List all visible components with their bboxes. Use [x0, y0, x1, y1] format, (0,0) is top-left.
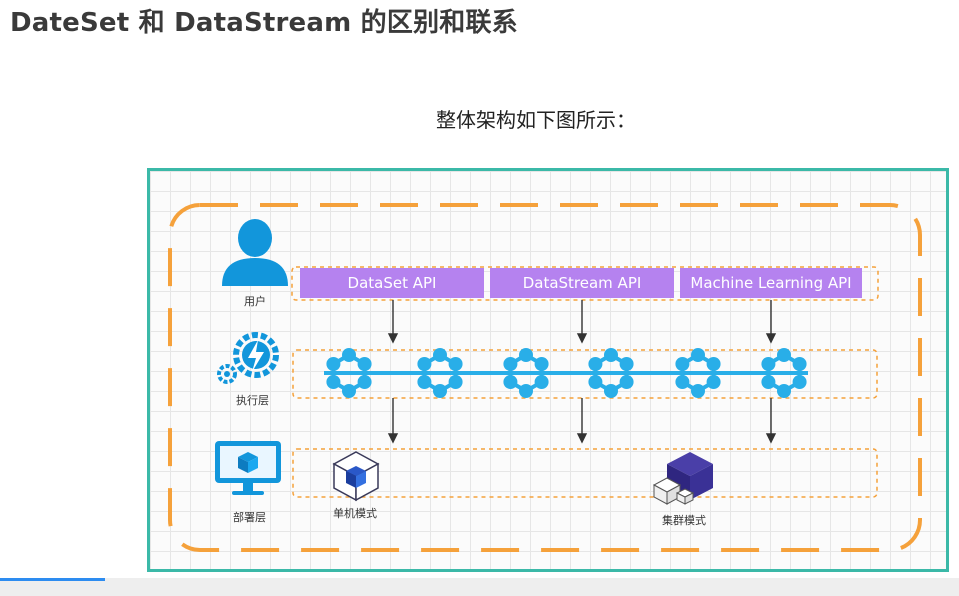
graph-node [691, 348, 705, 362]
graph-node [519, 348, 533, 362]
graph-node [706, 357, 721, 371]
deploy-arrows [387, 398, 777, 444]
outer-dashed-border [168, 203, 922, 552]
graph-node [604, 384, 618, 398]
layer-label-deploy: 部署层 [233, 511, 266, 524]
graph-node [357, 375, 372, 389]
graph-node [417, 357, 432, 371]
graph-node [761, 375, 776, 389]
video-control-bar[interactable] [0, 578, 959, 596]
graph-node-cluster [761, 348, 807, 398]
gears-lightning-icon [217, 332, 279, 384]
video-progress-bar[interactable] [0, 578, 106, 581]
graph-node [433, 348, 447, 362]
graph-node-cluster [417, 348, 463, 398]
graph-node [792, 375, 807, 389]
graph-node [534, 357, 549, 371]
graph-node-cluster [675, 348, 721, 398]
user-icon [222, 219, 288, 286]
graph-node [792, 357, 807, 371]
graph-node [448, 375, 463, 389]
deploy-mode-label-cluster: 集群模式 [662, 514, 706, 527]
graph-node [503, 375, 518, 389]
graph-node [675, 375, 690, 389]
deploy-layer-band [292, 448, 878, 498]
execution-layer-band [292, 349, 878, 399]
monitor-icon [215, 441, 281, 495]
graph-node-cluster [326, 348, 372, 398]
graph-node [448, 357, 463, 371]
slide-title: DateSet 和 DataStream 的区别和联系 [10, 8, 518, 38]
cluster-cubes-icon [652, 452, 713, 505]
graph-node-cluster [503, 348, 549, 398]
graph-node [357, 357, 372, 371]
graph-node [604, 348, 618, 362]
graph-node-cluster [588, 348, 634, 398]
graph-node [777, 348, 791, 362]
graph-node [706, 375, 721, 389]
graph-node [503, 357, 518, 371]
deploy-mode-label-single: 单机模式 [333, 507, 377, 520]
api-layer-band [291, 266, 879, 301]
graph-node [433, 384, 447, 398]
architecture-diagram [147, 168, 949, 572]
graph-node [777, 384, 791, 398]
graph-node [342, 348, 356, 362]
diagram-subtitle: 整体架构如下图所示： [436, 108, 636, 132]
graph-node [675, 357, 690, 371]
api-box-dataset: DataSet API [300, 268, 484, 298]
graph-node [342, 384, 356, 398]
api-box-machine-learning: Machine Learning API [680, 268, 862, 298]
graph-node [588, 357, 603, 371]
graph-node [417, 375, 432, 389]
graph-node [326, 357, 341, 371]
api-arrows [387, 300, 777, 344]
layer-label-user: 用户 [244, 295, 266, 308]
graph-node [619, 357, 634, 371]
graph-node [691, 384, 705, 398]
graph-node [326, 375, 341, 389]
layer-label-execution: 执行层 [236, 394, 269, 407]
graph-node [588, 375, 603, 389]
graph-node [519, 384, 533, 398]
single-cube-icon [332, 451, 380, 502]
execution-graph [326, 348, 807, 398]
graph-node [534, 375, 549, 389]
api-box-datastream: DataStream API [490, 268, 674, 298]
graph-node [619, 375, 634, 389]
graph-node [761, 357, 776, 371]
